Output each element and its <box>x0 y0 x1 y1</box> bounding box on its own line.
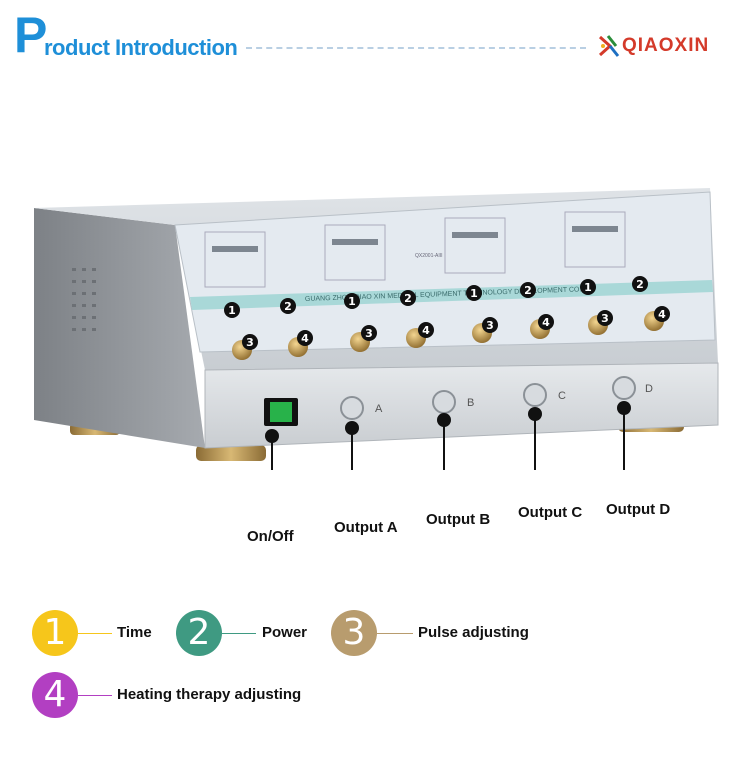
page-title-initial: P <box>14 7 48 63</box>
brand-name: QIAOXIN <box>622 35 710 56</box>
svg-text:1: 1 <box>348 295 356 308</box>
device-side <box>34 208 205 448</box>
svg-text:4: 4 <box>301 332 309 345</box>
svg-text:4: 4 <box>422 324 430 337</box>
brand-logo: QIAOXIN <box>596 33 746 59</box>
svg-text:2: 2 <box>636 278 644 291</box>
port-letter-d: D <box>645 383 653 395</box>
svg-text:1: 1 <box>584 281 592 294</box>
svg-text:4: 4 <box>542 316 550 329</box>
legend-marker-3: 3 <box>331 610 377 656</box>
legend-label-power: Power <box>262 624 308 641</box>
header-divider <box>246 47 586 49</box>
vent-grille <box>72 268 96 331</box>
device-front-panel <box>204 362 719 449</box>
legend-label-time: Time <box>117 624 152 641</box>
device-foot <box>196 445 266 461</box>
device-illustration: GUANG ZHOU QIAO XIN MEDICAL EQUIPMENT TE… <box>34 188 719 470</box>
output-ports <box>340 376 636 420</box>
svg-text:2: 2 <box>404 292 412 305</box>
svg-text:2: 2 <box>524 284 532 297</box>
panel-model-text: QX2001-AIII <box>415 253 443 259</box>
svg-text:3: 3 <box>601 312 609 325</box>
callout-lines <box>271 408 625 470</box>
legend-label-pulse: Pulse adjusting <box>418 624 529 641</box>
port-letters: A B C D <box>375 383 653 415</box>
callout-output-a: Output A <box>334 519 398 536</box>
callout-on-off: On/Off <box>247 528 294 545</box>
legend-connector <box>78 633 112 634</box>
callout-output-d: Output D <box>606 501 671 518</box>
panel-displays <box>204 211 626 288</box>
legend-marker-2: 2 <box>176 610 222 656</box>
svg-text:3: 3 <box>486 319 494 332</box>
legend-marker-4: 4 <box>32 672 78 718</box>
legend-marker-1: 1 <box>32 610 78 656</box>
svg-text:2: 2 <box>284 300 292 313</box>
panel-markers: 1 2 3 4 1 2 3 4 1 2 3 4 1 2 3 4 <box>224 276 670 350</box>
brand-mark-icon <box>598 35 620 57</box>
callout-dots <box>265 401 631 443</box>
svg-text:3: 3 <box>365 327 373 340</box>
svg-text:1: 1 <box>228 304 236 317</box>
port-letter-a: A <box>375 403 383 415</box>
power-switch-rocker <box>270 402 292 422</box>
svg-text:1: 1 <box>470 287 478 300</box>
port-letter-c: C <box>558 390 566 402</box>
page-title-rest: roduct Introduction <box>44 35 238 60</box>
page-header: P roduct Introduction QIAOXIN <box>0 0 750 70</box>
legend-connector <box>78 695 112 696</box>
svg-text:3: 3 <box>246 336 254 349</box>
legend-label-heating: Heating therapy adjusting <box>117 686 302 703</box>
svg-text:4: 4 <box>658 308 666 321</box>
legend-connector <box>222 633 256 634</box>
callout-output-b: Output B <box>426 511 491 528</box>
legend-connector <box>377 633 413 634</box>
callout-output-c: Output C <box>518 504 583 521</box>
port-letter-b: B <box>467 397 474 409</box>
